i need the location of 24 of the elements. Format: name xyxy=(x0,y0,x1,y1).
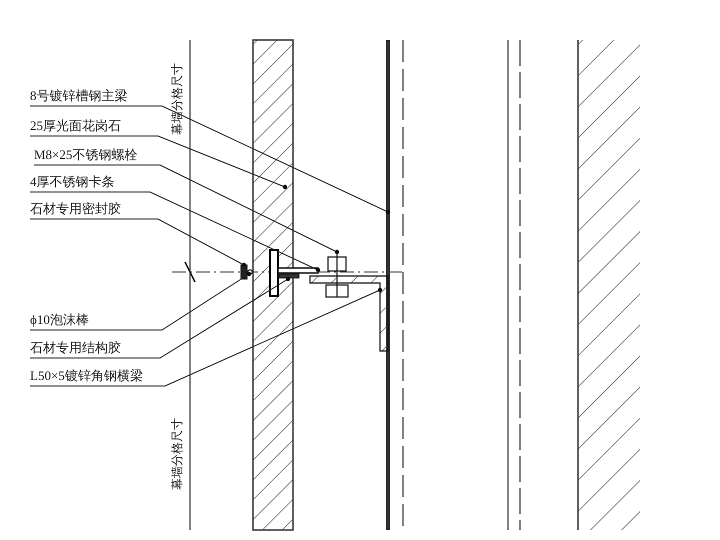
granite-panel xyxy=(252,39,294,531)
dimension-text: 幕墙分格尺寸 xyxy=(170,63,184,135)
callout-label: L50×5镀锌角钢横梁 xyxy=(30,368,143,383)
foam-rod xyxy=(247,269,253,275)
leader-line xyxy=(30,136,288,190)
leader-line xyxy=(34,164,340,254)
callout-label: 8号镀锌槽钢主梁 xyxy=(30,88,128,103)
leader-line xyxy=(30,192,320,272)
stainless-clip xyxy=(269,249,319,297)
leader-line xyxy=(30,288,382,386)
leader-line xyxy=(30,272,252,330)
callout-label: 4厚不锈钢卡条 xyxy=(30,174,114,189)
leader-line xyxy=(30,218,246,268)
main-beam xyxy=(386,40,390,530)
callout-label: 石材专用密封胶 xyxy=(30,201,121,216)
angle-steel-beam xyxy=(309,275,389,352)
callout-label: M8×25不锈钢螺栓 xyxy=(34,147,138,162)
leader-line xyxy=(30,276,290,358)
dimension-text: 幕墙分格尺寸 xyxy=(170,418,184,490)
callout-label: ϕ10泡沫棒 xyxy=(30,312,89,327)
bolt xyxy=(325,252,349,298)
callout-label: 石材专用结构胶 xyxy=(30,340,121,355)
callout-label: 25厚光面花岗石 xyxy=(30,118,121,133)
leader-line xyxy=(30,106,390,214)
